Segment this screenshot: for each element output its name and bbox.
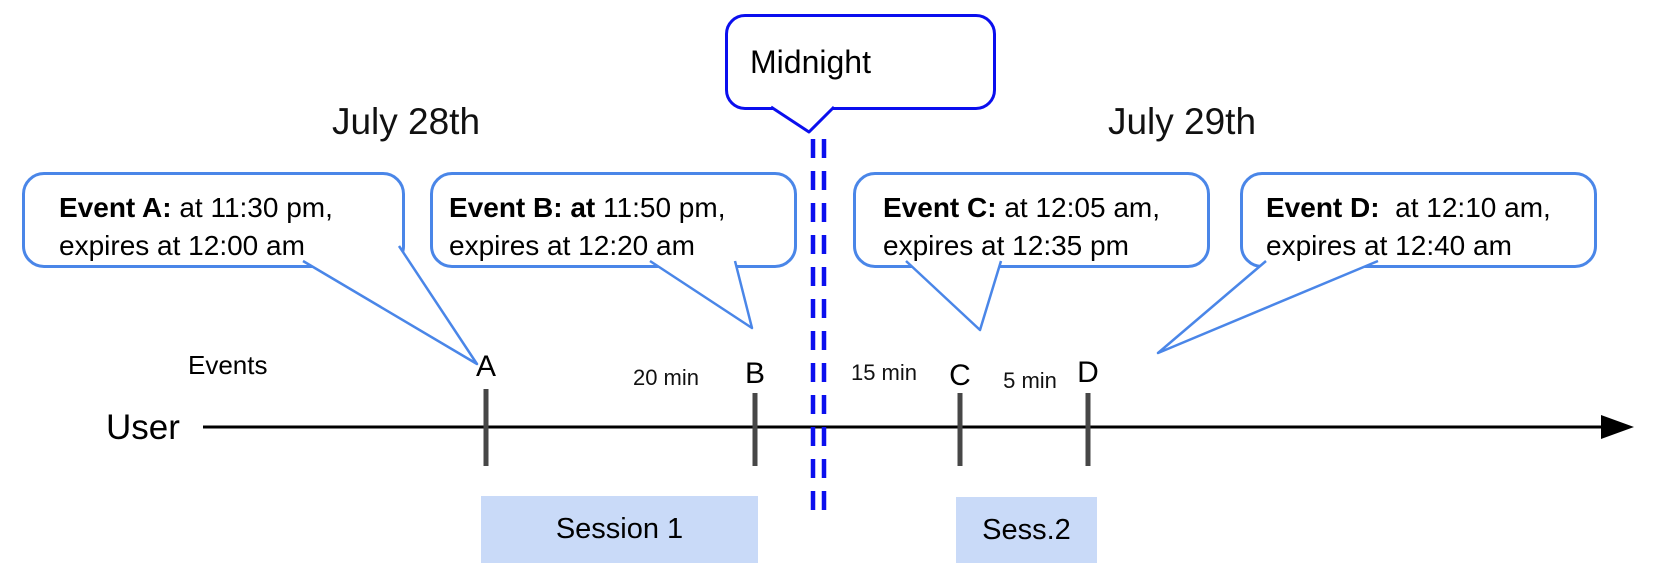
event-c-time: at 12:05 am, [996, 192, 1161, 223]
events-axis-label: Events [188, 350, 268, 380]
event-callout-c: Event C: at 12:05 am, expires at 12:35 p… [853, 172, 1210, 268]
timeline-arrowhead-icon [1601, 415, 1634, 439]
event-b-title: Event B: at [449, 192, 596, 223]
session-1-box: Session 1 [481, 496, 758, 563]
tick-label-b: B [744, 357, 766, 390]
session-1-label: Session 1 [555, 513, 684, 545]
event-d-time: at 12:10 am, [1379, 192, 1551, 223]
event-c-time-line: Event C: at 12:05 am, [883, 189, 1207, 227]
gap-label-15min: 15 min [850, 360, 918, 385]
gap-label-5min: 5 min [1003, 368, 1057, 393]
event-d-expiry-line: expires at 12:40 am [1266, 230, 1512, 261]
event-c-expiry-line: expires at 12:35 pm [883, 230, 1129, 261]
event-a-expiry-line: expires at 12:00 am [59, 230, 305, 261]
session-2-label: Sess.2 [982, 513, 1071, 546]
gap-label-20min: 20 min [632, 365, 700, 390]
date-label-july-29: July 29th [1107, 101, 1257, 142]
event-c-title: Event C: [883, 192, 997, 223]
event-b-time-line: Event B: at 11:50 pm, [449, 189, 794, 227]
midnight-callout: Midnight [725, 14, 996, 110]
event-d-title: Event D: [1266, 192, 1380, 223]
callout-tail-b [649, 259, 754, 330]
midnight-callout-tail [770, 105, 836, 134]
tick-label-c: C [949, 359, 971, 392]
event-b-expiry-line: expires at 12:20 am [449, 230, 695, 261]
event-a-time-line: Event A: at 11:30 pm, [59, 189, 402, 227]
date-label-july-28: July 28th [331, 101, 481, 142]
event-a-title: Event A: [59, 192, 172, 223]
event-b-time: 11:50 pm, [595, 192, 726, 223]
user-axis-label: User [106, 408, 180, 447]
midnight-label: Midnight [750, 43, 871, 80]
callout-tail-d [1156, 259, 1379, 355]
tick-label-d: D [1077, 356, 1099, 389]
event-callout-b: Event B: at 11:50 pm, expires at 12:20 a… [430, 172, 797, 268]
tick-label-a: A [475, 350, 497, 383]
event-d-time-line: Event D: at 12:10 am, [1266, 189, 1594, 227]
event-callout-a: Event A: at 11:30 pm, expires at 12:00 a… [22, 172, 405, 268]
session-2-box: Sess.2 [956, 497, 1097, 563]
event-a-time: at 11:30 pm, [171, 192, 333, 223]
callout-tail-c [905, 260, 1003, 332]
event-callout-d: Event D: at 12:10 am, expires at 12:40 a… [1240, 172, 1597, 268]
